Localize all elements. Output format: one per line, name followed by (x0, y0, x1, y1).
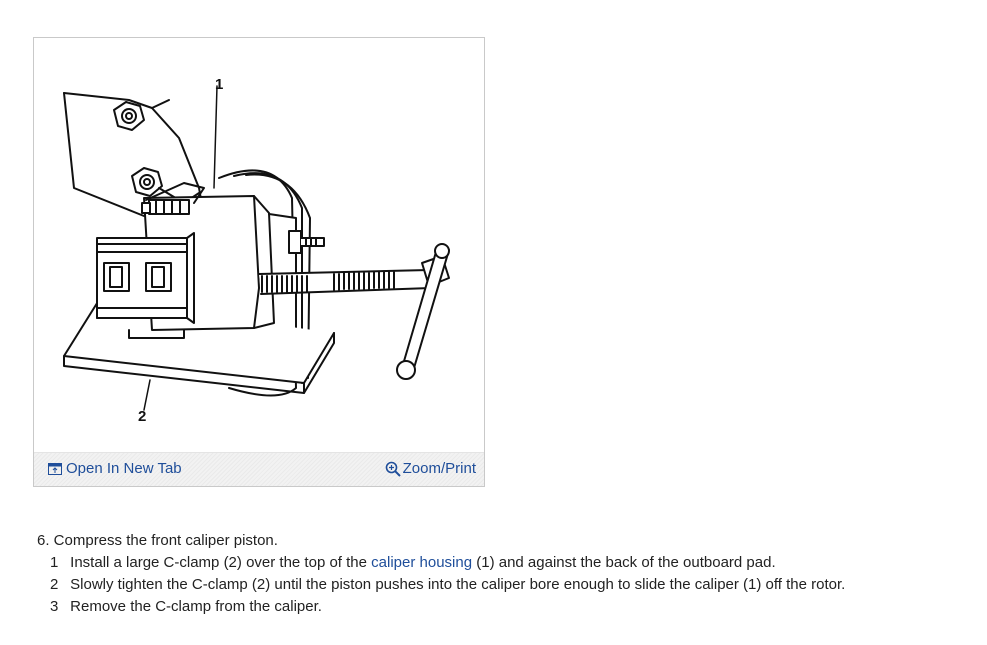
callout-label-1: 1 (215, 76, 224, 93)
substep-item: 2 Slowly tighten the C-clamp (2) until t… (50, 574, 845, 596)
zoom-print-label: Zoom/Print (402, 460, 476, 477)
substep-item: 1 Install a large C-clamp (2) over the t… (50, 552, 845, 574)
instruction-steps: 6. Compress the front caliper piston. 1 … (37, 530, 845, 618)
zoom-print-link[interactable]: Zoom/Print (385, 460, 476, 477)
substep-number: 1 (50, 554, 59, 571)
substep-text: Slowly tighten the C-clamp (2) until the… (70, 576, 846, 593)
substep-text-post: (1) and against the back of the outboard… (472, 554, 776, 571)
caliper-clamp-illustration (63, 85, 450, 411)
open-new-tab-icon (48, 462, 62, 475)
caliper-housing-link[interactable]: caliper housing (371, 554, 473, 571)
figure-toolbar: Open In New Tab Zoom/Print (34, 452, 484, 486)
figure-container: 1 2 Open In New Tab Zoom/Print (33, 37, 485, 487)
magnifier-icon (385, 461, 401, 477)
substep-text-pre: Install a large C-clamp (2) over the top… (70, 554, 372, 571)
open-in-new-tab-label: Open In New Tab (66, 460, 182, 477)
callout-label-2: 2 (138, 408, 147, 425)
substep-list: 1 Install a large C-clamp (2) over the t… (37, 552, 845, 618)
substep-text: Remove the C-clamp from the caliper. (70, 598, 322, 615)
open-in-new-tab-link[interactable]: Open In New Tab (48, 460, 182, 477)
substep-number: 3 (50, 598, 59, 615)
substep-item: 3 Remove the C-clamp from the caliper. (50, 596, 845, 618)
substep-number: 2 (50, 576, 59, 593)
step-heading: 6. Compress the front caliper piston. (37, 532, 278, 549)
